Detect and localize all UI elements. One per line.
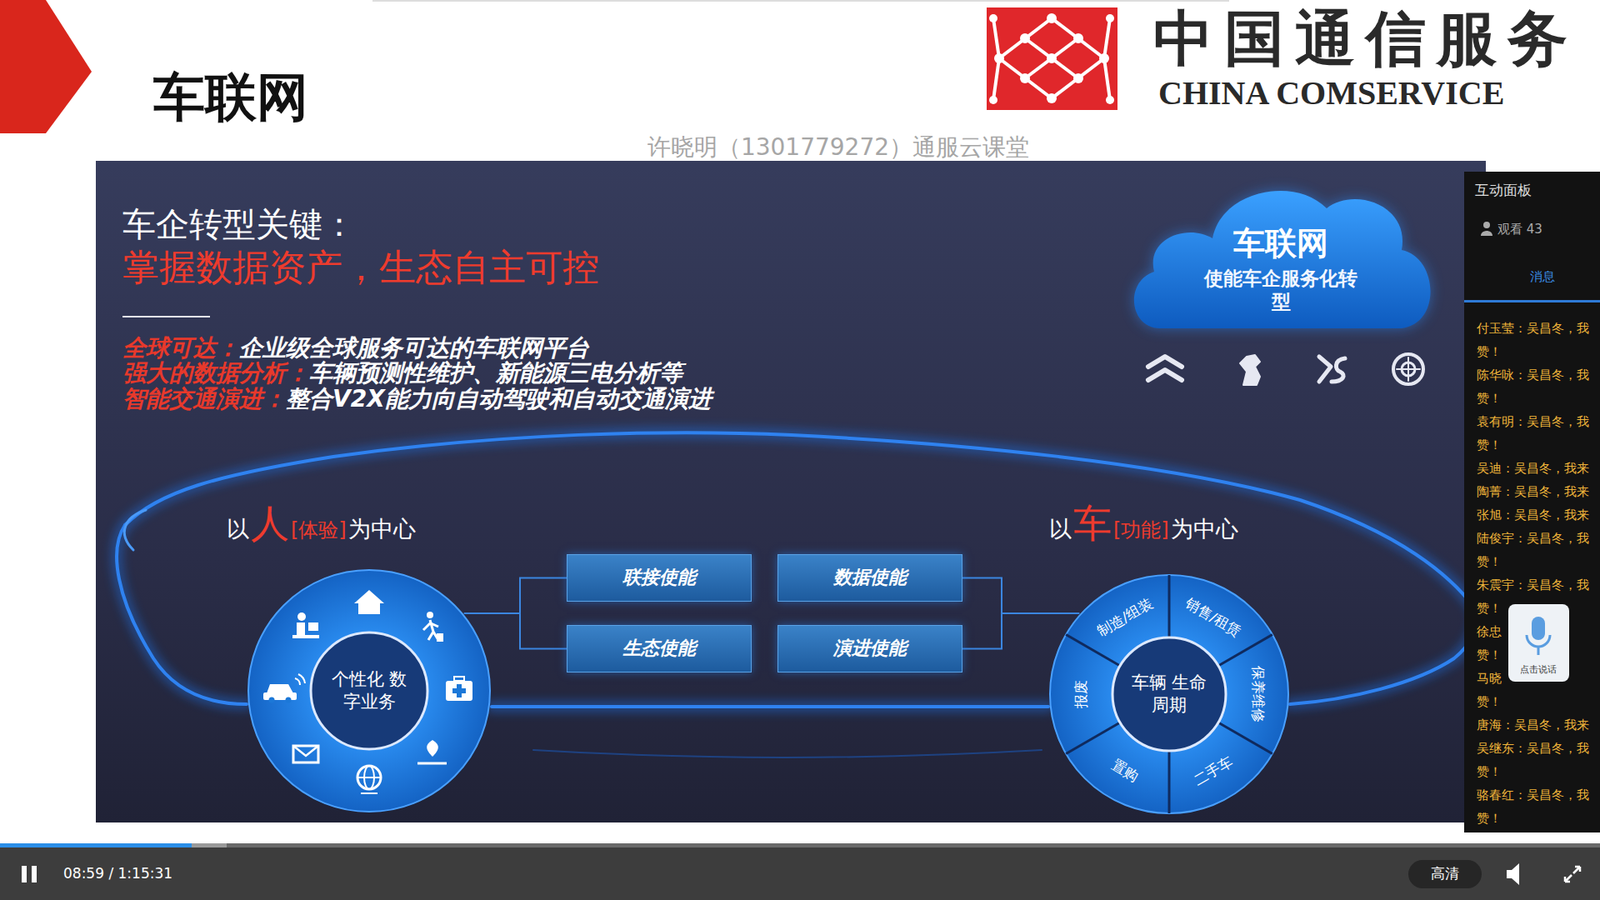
- chat-message: 赞！: [1476, 390, 1502, 406]
- enabler-box: 生态使能: [566, 625, 752, 673]
- watermark: 许晓明（1301779272）通服云课堂: [647, 133, 1030, 162]
- center-label-key: 人: [250, 503, 290, 544]
- ring-shape: [248, 570, 490, 812]
- title-marker: [0, 0, 92, 134]
- top-rule: [372, 0, 1230, 2]
- center-label: 以: [1049, 516, 1072, 542]
- center-label-tag: [功能]: [1113, 519, 1170, 541]
- microphone-button: [1508, 604, 1570, 682]
- brand-logos: [1148, 354, 1424, 385]
- point-text: 车辆预测性维护、新能源三电分析等: [309, 360, 683, 386]
- chat-message: 徐忠: [1476, 624, 1502, 640]
- point-key: 强大的数据分析：: [122, 360, 310, 386]
- center-label: 为中心: [348, 516, 416, 542]
- connector-line: [464, 578, 567, 615]
- chat-message: 吴继东：吴昌冬，我: [1476, 740, 1590, 756]
- player-bar: [0, 843, 1600, 900]
- mic-label: 点击说话: [1520, 664, 1557, 675]
- node-text: 演进使能: [833, 637, 907, 660]
- panel-title: 互动面板: [1475, 181, 1532, 199]
- connector: [962, 578, 1080, 615]
- chat-message: 赞！: [1476, 764, 1502, 780]
- panel-tab: 消息: [1530, 269, 1555, 285]
- node-text: 车联网: [1233, 225, 1329, 264]
- lifecycle-segment: 报废: [1074, 680, 1089, 709]
- chat-message: 赞！: [1476, 600, 1502, 616]
- chat-message: 骆春红：吴昌冬，我: [1476, 787, 1590, 803]
- enabler-box: 演进使能: [777, 625, 963, 673]
- chat-message: 赞！: [1476, 694, 1502, 710]
- node-subtext: 使能车企服务化转型: [1195, 267, 1367, 314]
- chat-message: 袁有明：吴昌冬，我: [1476, 414, 1590, 430]
- cloud-node: 车联网使能车企服务化转型: [1122, 173, 1440, 332]
- ring-node: 个性化 数字业务: [246, 568, 492, 814]
- ring-shape: [1050, 575, 1289, 814]
- point-key: 智能交通演进：: [122, 386, 286, 412]
- node-text: 车辆 生命周期: [1127, 671, 1211, 718]
- slide-heading: 车企转型关键：: [122, 205, 356, 244]
- node-text: 联接使能: [622, 566, 696, 589]
- node-text: 数据使能: [833, 566, 907, 589]
- chat-message: 赞！: [1476, 810, 1502, 826]
- slide-subheading: 掌握数据资产，生态自主可控: [122, 246, 600, 290]
- chat-message: 张旭：吴昌冬，我来: [1476, 507, 1590, 523]
- chat-message: 赞！: [1476, 437, 1502, 453]
- slide-title: 车联网: [153, 66, 309, 129]
- center-label: 以: [226, 516, 250, 542]
- point-key: 全球可达：: [122, 335, 240, 361]
- chat-message: 赞！: [1476, 344, 1502, 360]
- center-label-tag: [体验]: [290, 519, 347, 541]
- text-row: 全球可达：企业级全球服务可达的车联网平台: [122, 335, 590, 361]
- slide-background: [95, 160, 1486, 823]
- text-row: 以人[体验]为中心: [226, 503, 416, 544]
- text-row: 智能交通演进：整合V2X能力向自动驾驶和自动交通演进: [122, 386, 712, 412]
- header-rule: [122, 315, 210, 318]
- connector: [464, 578, 567, 615]
- quality-button: 高清: [1430, 865, 1460, 882]
- chat-message: 赞！: [1476, 554, 1502, 570]
- chat-message: 陆俊宇：吴昌冬，我: [1476, 530, 1590, 546]
- node-text: 个性化 数字业务: [327, 668, 411, 715]
- chat-message: 陶菁：吴昌冬，我来: [1476, 484, 1590, 500]
- chat-message: 唐海：吴昌冬，我来: [1476, 717, 1590, 733]
- play-time: 08:59 / 1:15:31: [63, 865, 173, 882]
- text-row: 强大的数据分析：车辆预测性维护、新能源三电分析等: [122, 360, 683, 386]
- point-text: 企业级全球服务可达的车联网平台: [239, 335, 590, 361]
- center-label-key: 车: [1073, 503, 1112, 544]
- chat-message: 朱震宇：吴昌冬，我: [1476, 577, 1590, 593]
- interaction-panel: [1464, 171, 1600, 833]
- text-row: 以车[功能]为中心: [1049, 503, 1239, 544]
- company-name-en: CHINA COMSERVICE: [1158, 76, 1505, 110]
- cloud-shape: [1134, 190, 1431, 329]
- connector-line: [962, 578, 1080, 615]
- service-icons: [263, 590, 473, 794]
- chat-message: 赞！: [1476, 647, 1502, 663]
- viewer-count: 观看 43: [1497, 221, 1543, 237]
- enabler-box: 数据使能: [777, 554, 963, 602]
- company-name: 中国通信服务: [1153, 8, 1579, 69]
- point-text: 整合V2X能力向自动驾驶和自动交通演进: [285, 386, 712, 412]
- lifecycle-segment: 保养维修: [1250, 665, 1265, 723]
- node-text: 生态使能: [622, 637, 696, 660]
- enabler-box: 联接使能: [566, 554, 752, 602]
- chat-message: 马晓: [1476, 670, 1502, 686]
- chat-message: 付玉莹：吴昌冬，我: [1476, 320, 1590, 336]
- chat-message: 吴迪：吴昌冬，我来: [1476, 460, 1590, 476]
- chat-message: 陈华咏：吴昌冬，我: [1476, 367, 1590, 383]
- company-logo: [986, 7, 1118, 110]
- center-label: 为中心: [1170, 516, 1239, 542]
